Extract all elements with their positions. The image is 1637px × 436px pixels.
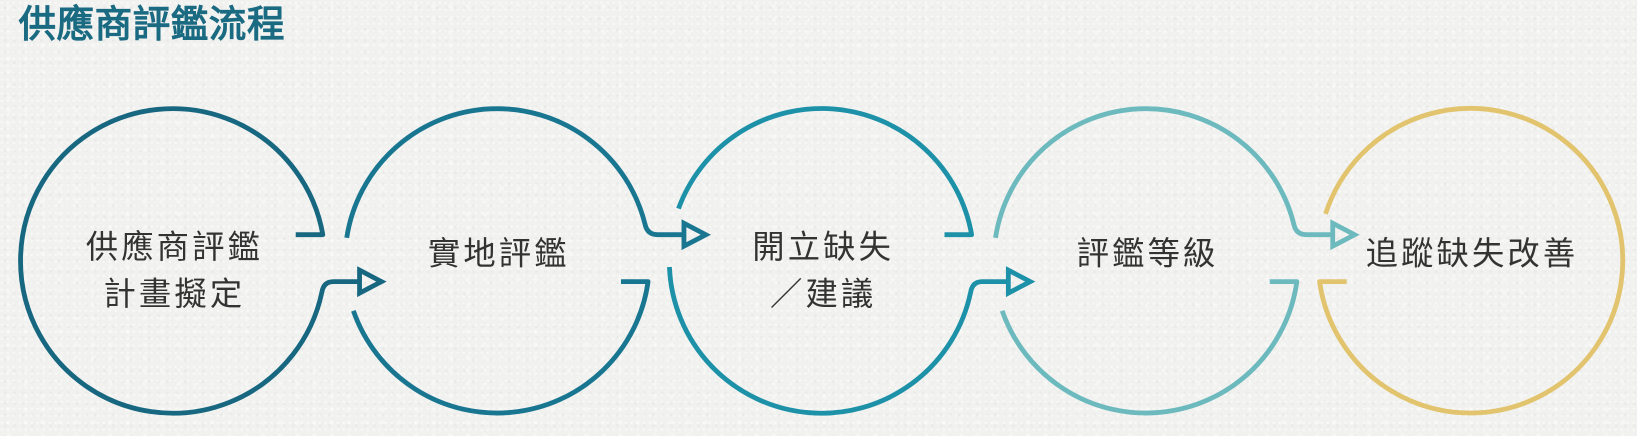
step-3: 開立缺失 ／建議 [667, 106, 1036, 416]
step-3-label-line-2: ／建議 [770, 275, 876, 313]
step-2-ring [344, 106, 712, 416]
step-1-ring-arc [18, 106, 360, 416]
arrowhead-step-3-to-4 [1005, 266, 1036, 298]
step-3-ring-top-arc [676, 106, 975, 238]
step-2-label: 實地評鑑 [428, 234, 570, 272]
step-4-ring-top-arc [993, 106, 1333, 239]
step-4-label: 評鑑等級 [1077, 234, 1219, 272]
step-2-ring-bottom-arc [351, 279, 651, 416]
step-1-label-line-1: 供應商評鑑 [86, 228, 263, 266]
step-1-label-line-2: 計畫擬定 [103, 275, 245, 313]
step-2: 實地評鑑 [344, 106, 712, 416]
step-5-ring-arc [1317, 106, 1626, 416]
step-1-ring [18, 106, 387, 416]
step-4-ring [993, 106, 1360, 416]
arrowhead-step-1-to-2 [357, 266, 387, 298]
step-4-ring-bottom-arc [999, 279, 1300, 416]
step-1: 供應商評鑑 計畫擬定 [18, 106, 387, 416]
step-3-ring [667, 106, 1036, 416]
diagram-title: 供應商評鑑流程 [18, 2, 284, 46]
step-5-label: 追蹤缺失改善 [1366, 234, 1579, 272]
arrowhead-step-2-to-3 [681, 219, 712, 251]
step-3-label-line-1: 開立缺失 [752, 228, 894, 266]
step-5-ring [1317, 106, 1626, 416]
step-2-ring-top-arc [344, 106, 684, 239]
step-3-ring-bottom-arc [667, 266, 1009, 416]
step-4: 評鑑等級 [993, 106, 1360, 416]
arrowhead-step-4-to-5 [1330, 219, 1360, 251]
step-5: 追蹤缺失改善 [1317, 106, 1626, 416]
